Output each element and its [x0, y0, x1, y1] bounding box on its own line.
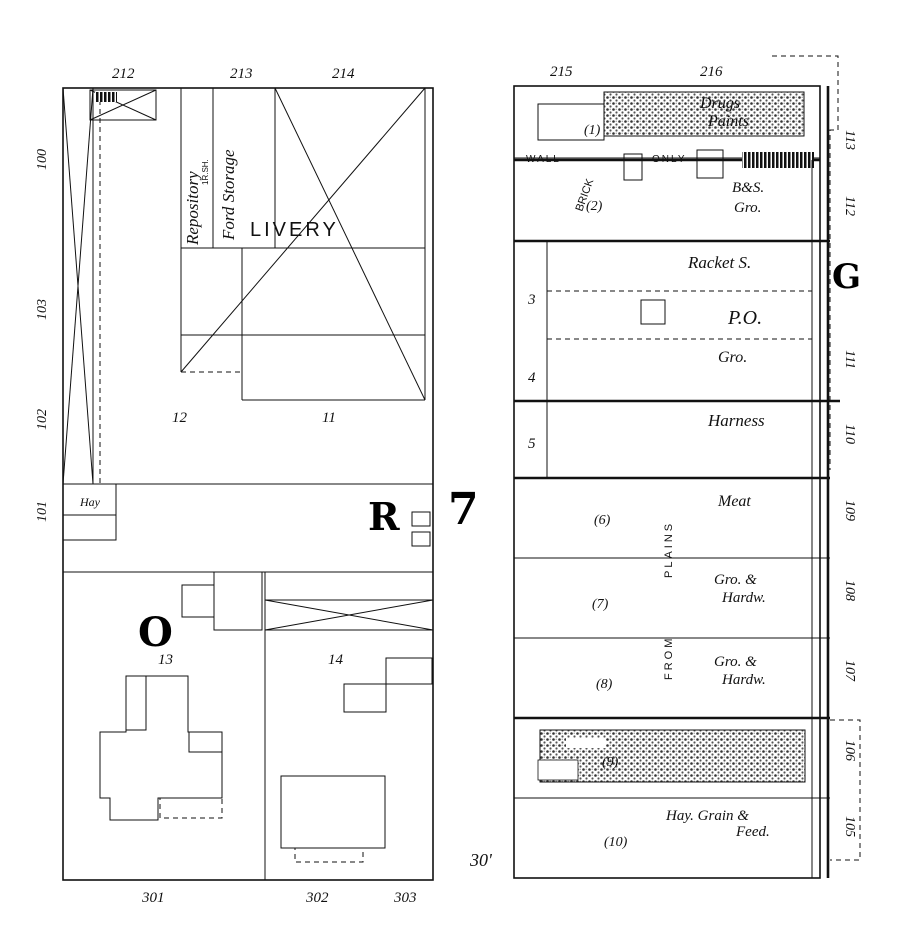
label-gro-bs: Gro.: [734, 200, 761, 216]
address-105: 105: [842, 816, 857, 837]
address-212: 212: [112, 66, 135, 82]
hay-shed: [62, 483, 117, 541]
address-113: 113: [842, 130, 857, 150]
lot-13: 13: [158, 652, 173, 668]
address-108: 108: [842, 580, 857, 601]
label-post-office: P.O.: [727, 307, 762, 329]
lot-5: 5: [528, 436, 536, 452]
label-racket-store: Racket S.: [687, 253, 751, 272]
address-111: 111: [842, 350, 857, 369]
label-paints: Paints: [707, 113, 749, 130]
lot-8: (8): [596, 677, 613, 692]
label-hay: Hay: [79, 495, 101, 509]
lot-4: 4: [528, 370, 536, 386]
address-109: 109: [842, 500, 857, 521]
label-gro-hardw-1b: Hardw.: [721, 590, 766, 606]
address-301: 301: [141, 890, 165, 906]
address-216: 216: [700, 64, 723, 80]
section-letter-o: O: [138, 609, 173, 656]
note-plains: PLAINS: [663, 521, 675, 578]
label-bs: B&S.: [732, 180, 764, 196]
right-block: [513, 55, 861, 879]
left-block: [62, 87, 434, 881]
address-102: 102: [35, 409, 50, 430]
address-213: 213: [230, 66, 253, 82]
dimension-30ft: 30': [469, 850, 493, 870]
address-103: 103: [35, 299, 50, 320]
address-100: 100: [35, 149, 50, 170]
note-r-sh: 1R.SH.: [201, 159, 210, 185]
address-110: 110: [842, 424, 857, 444]
address-215: 215: [550, 64, 573, 80]
address-106: 106: [842, 740, 857, 761]
label-gro-hardw-2a: Gro. &: [714, 654, 757, 670]
label-repository: Repository: [183, 171, 202, 246]
label-harness: Harness: [707, 411, 765, 430]
lot-1: (1): [584, 123, 601, 138]
label-gro-hardw-2b: Hardw.: [721, 672, 766, 688]
address-112: 112: [842, 196, 857, 216]
lot-9: (9): [602, 755, 619, 770]
note-wall: WALL: [526, 154, 561, 165]
note-only: ONLY: [652, 154, 687, 165]
note-from: FROM: [663, 636, 675, 680]
label-hay-grain: Hay. Grain &: [665, 808, 749, 824]
lot-12: 12: [172, 410, 188, 426]
block-number: 7: [448, 484, 479, 535]
address-101: 101: [35, 501, 50, 522]
narrow-building: [62, 87, 157, 485]
address-214: 214: [332, 66, 355, 82]
lot-11: 11: [322, 410, 336, 426]
section-letter-g: G: [832, 257, 861, 297]
label-drugs: Drugs: [699, 95, 740, 112]
lower-left-buildings: [99, 571, 434, 863]
lot-6: (6): [594, 513, 611, 528]
section-letter-r: R: [368, 494, 400, 539]
lot-10: (10): [604, 835, 628, 850]
address-303: 303: [393, 890, 417, 906]
lot-7: (7): [592, 597, 609, 612]
address-107: 107: [842, 660, 857, 682]
label-gro-1: Gro.: [718, 349, 747, 366]
livery-complex: [180, 87, 426, 401]
label-gro-hardw-1a: Gro. &: [714, 572, 757, 588]
lot-2: (2): [586, 199, 603, 214]
lot-3: 3: [527, 292, 536, 308]
label-ford-storage: Ford Storage: [219, 149, 238, 241]
label-meat: Meat: [717, 493, 751, 510]
label-livery: LIVERY: [250, 219, 339, 241]
address-302: 302: [305, 890, 329, 906]
lot-14: 14: [328, 652, 344, 668]
label-feed: Feed.: [735, 824, 770, 840]
